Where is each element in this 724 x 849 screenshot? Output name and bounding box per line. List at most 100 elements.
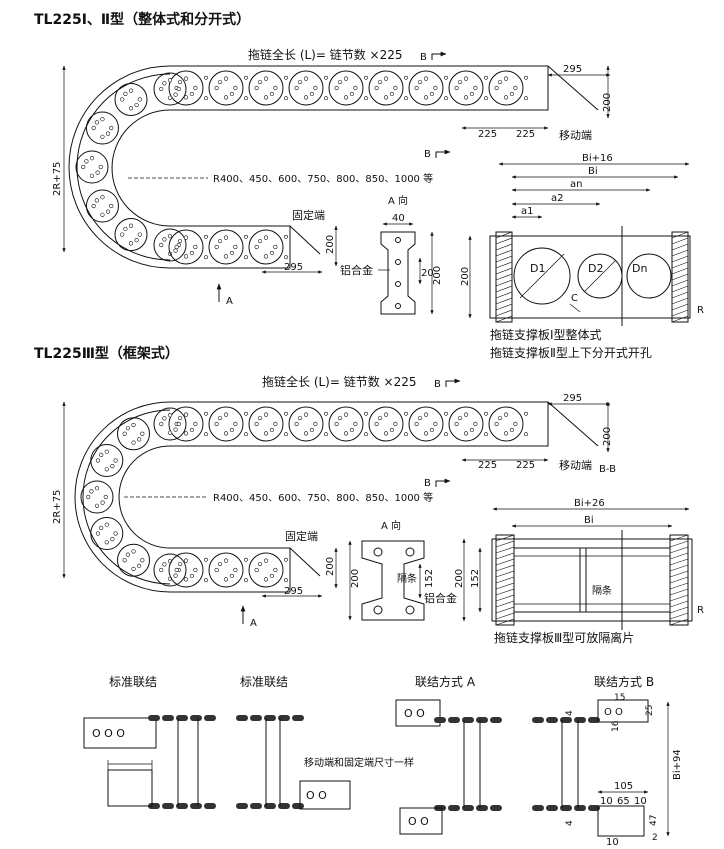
link-hole (217, 561, 223, 567)
link-hole (131, 566, 136, 572)
link-hole (294, 421, 299, 427)
conn-link-bottom-1 (546, 805, 558, 811)
link-hole (263, 235, 269, 240)
hatch-line (671, 279, 689, 287)
chain-link-0 (168, 70, 204, 106)
hatch-line (495, 291, 513, 299)
support-plate-type1 (489, 226, 691, 326)
dim2-295-bottom: 295 (284, 586, 303, 597)
chain-link-5 (114, 218, 148, 252)
d1-diameter-line (519, 253, 565, 299)
plate-hole-0 (395, 237, 401, 243)
chain-link-1 (208, 229, 244, 265)
link-hole (193, 567, 198, 573)
std-connection-1-drawing: O O O (83, 715, 216, 809)
link-hole (105, 131, 111, 136)
link-hole (159, 567, 164, 573)
link-hole (229, 250, 235, 256)
dim-bi: Bi (588, 166, 598, 177)
link-hole (91, 203, 96, 209)
hatch-line (669, 612, 689, 620)
dim2-152: 152 (424, 569, 435, 588)
link-hole (89, 156, 95, 161)
link-hole (137, 97, 142, 102)
link-hole (89, 489, 94, 494)
link-dot (244, 255, 248, 260)
chain-link-5 (117, 543, 150, 577)
plate-hatch (495, 231, 689, 323)
link-hole (303, 431, 309, 436)
chain2-links-bend (80, 407, 187, 587)
link-dot (524, 96, 528, 101)
chain-inner-bend (111, 109, 171, 227)
section2-drag-chain (74, 401, 599, 593)
link-hole (84, 159, 89, 164)
hatch-line (669, 558, 689, 566)
link-hole (457, 79, 463, 85)
view-a-title: A 向 (388, 194, 408, 207)
link-hole (343, 431, 349, 436)
dim-47: 47 (649, 815, 659, 826)
chain-link-4 (328, 70, 364, 106)
link-dot (444, 411, 448, 416)
dim2-152-plate: 152 (470, 569, 481, 588)
link-hole (177, 79, 183, 85)
link-hole (109, 203, 114, 209)
link-hole (503, 431, 509, 436)
link-dot (244, 578, 248, 583)
link-dot (284, 432, 288, 437)
conn-link-bottom-2 (462, 805, 474, 811)
chain2-outer-bend (74, 401, 171, 593)
link-hole (263, 558, 269, 563)
link-hole (263, 254, 269, 259)
link-hole (233, 85, 238, 91)
link-hole (229, 573, 235, 579)
hatch-line (671, 267, 689, 275)
link-hole (122, 558, 127, 563)
chain-links-bottom (168, 229, 288, 265)
conn-link-top-2 (176, 715, 188, 721)
plate3-frame-window (513, 547, 671, 613)
chain-link-4 (85, 189, 119, 223)
chain-link-7 (448, 70, 484, 106)
fixed-end-label: 固定端 (292, 208, 325, 222)
method-a-bottom-bracket (399, 807, 443, 835)
link-hole (183, 76, 189, 81)
link-hole (473, 421, 478, 427)
link-hole (223, 254, 229, 259)
hatch-line (671, 243, 689, 251)
link-hole (254, 244, 259, 250)
conn-link-top-0 (532, 717, 544, 723)
hatch-line (671, 291, 689, 299)
hatch-line (495, 297, 513, 305)
chain-link-3 (288, 406, 324, 442)
link-hole (94, 120, 99, 125)
link-hole (389, 91, 395, 97)
link-hole (189, 427, 195, 433)
link-dot (444, 75, 448, 80)
link-hole (254, 567, 259, 573)
link-hole (257, 79, 263, 85)
link-hole (469, 91, 475, 97)
hatch-line (495, 606, 515, 614)
link-hole (513, 85, 518, 91)
link-dot (244, 75, 248, 80)
hatch-line (495, 552, 515, 560)
plate-hole-1 (395, 259, 401, 265)
link-hole (309, 427, 315, 433)
chain-link-2 (248, 229, 284, 265)
conn-link-bottom-2 (560, 805, 572, 811)
link-hole (100, 212, 105, 217)
link-hole (167, 430, 173, 435)
hatch-line (669, 540, 689, 548)
dim-2r75: 2R+75 (52, 162, 63, 196)
link-hole (273, 567, 278, 573)
link-hole (257, 238, 263, 244)
hatch-line (669, 588, 689, 596)
conn-link-top-1 (546, 717, 558, 723)
conn-link-bottom-4 (204, 803, 216, 809)
link-hole (374, 85, 379, 91)
chain-link-1 (208, 70, 244, 106)
caption-type1: 拖链支撑板Ⅰ型整体式 (490, 327, 602, 342)
link-hole (104, 467, 109, 472)
